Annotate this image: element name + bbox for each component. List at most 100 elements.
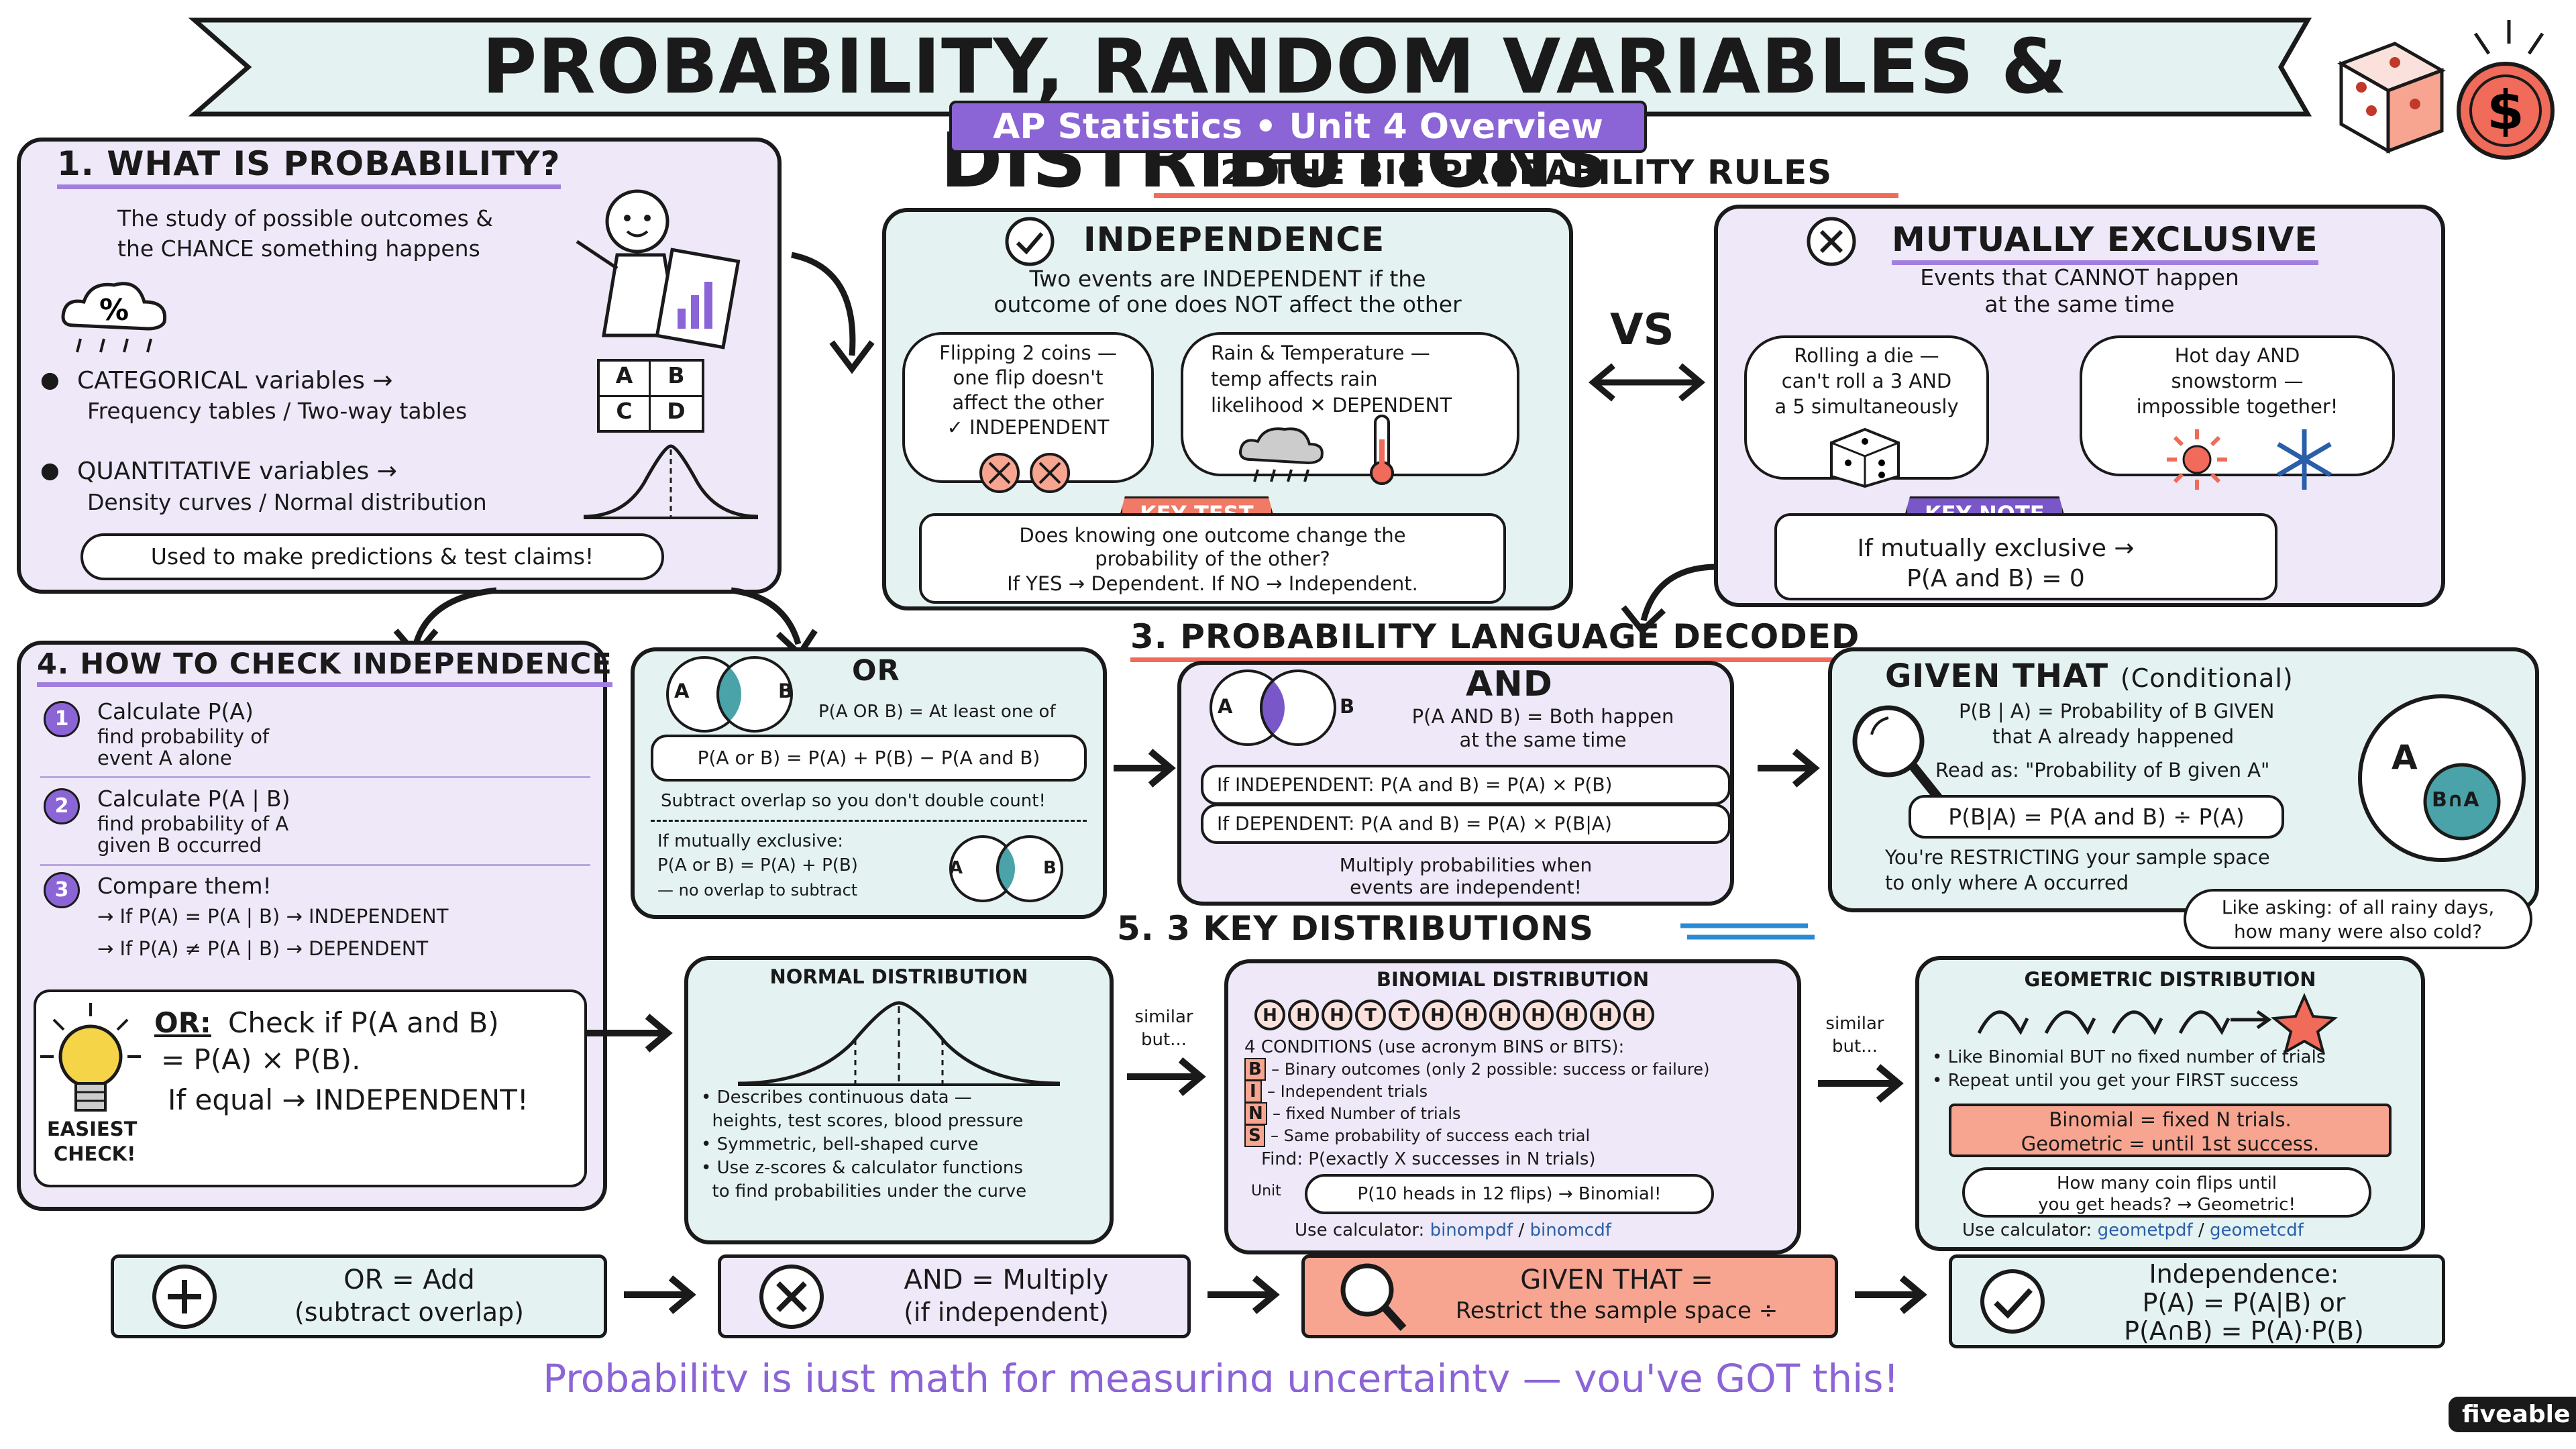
coin-heads: H: [1456, 1000, 1487, 1030]
dice-icon: [2337, 42, 2446, 154]
coin-tails: T: [1355, 1000, 1386, 1030]
step-1-title: Calculate P(A): [97, 698, 254, 724]
summary-given-line1: GIVEN THAT =: [1520, 1265, 1713, 1295]
rain-ex-line3: likelihood ✕ DEPENDENT: [1211, 394, 1452, 417]
key-test-line1: Does knowing one outcome change the: [1019, 524, 1406, 547]
given-def1: P(B | A) = Probability of B GIVEN: [1959, 700, 2275, 722]
coins-ex-line4: ✓ INDEPENDENT: [947, 416, 1110, 439]
footer-tagline: Probability is just math for measuring u…: [543, 1356, 1899, 1392]
key-test-line3: If YES → Dependent. If NO → Independent.: [1007, 572, 1418, 595]
hot-ex-line1: Hot day AND: [2174, 344, 2300, 367]
key-note-line2: P(A and B) = 0: [1907, 565, 2085, 592]
thermometer-icon: [1370, 415, 1394, 485]
geometric-bullet-2: • Repeat until you get your FIRST succes…: [1932, 1071, 2299, 1091]
summary-indep-line2: P(A) = P(A|B) or: [2142, 1288, 2346, 1318]
rain-ex-line1: Rain & Temperature —: [1211, 341, 1430, 364]
or-title: OR: [852, 654, 900, 688]
venn-overlap-label-a: A: [949, 858, 963, 878]
key-note-box: [1774, 513, 2277, 600]
page-subtitle: AP Statistics • Unit 4 Overview: [949, 101, 1647, 153]
s1-quant-line1: QUANTITATIVE variables →: [77, 458, 397, 485]
coin-heads: H: [1254, 1000, 1285, 1030]
summary-indep-line1: Independence:: [2149, 1259, 2339, 1289]
normal-bullet-1: • Describes continuous data —: [701, 1087, 972, 1108]
given-formula-box: P(B|A) = P(A and B) ÷ P(A): [1909, 795, 2284, 839]
summary-and-line1: AND = Multiply: [904, 1265, 1109, 1295]
section-1-title: 1. WHAT IS PROBABILITY?: [57, 144, 561, 189]
or-subtract-note: Subtract overlap so you don't double cou…: [661, 791, 1046, 811]
venn-and-label-b: B: [1340, 695, 1355, 718]
geometric-title: GEOMETRIC DISTRIBUTION: [2024, 968, 2316, 991]
summary-and-line2: (if independent): [904, 1297, 1109, 1327]
or-check-line1: Check if P(A and B): [228, 1006, 499, 1039]
binomial-conditions: 4 CONDITIONS (use acronym BINS or BITS):: [1244, 1037, 1625, 1057]
weather-percent-icon: %: [61, 282, 167, 353]
s1-quant-bullet: ●: [40, 457, 60, 483]
s1-cat-bullet: ●: [40, 366, 60, 392]
normal-curve-small-icon: [583, 444, 759, 519]
normal-curve-icon: [737, 1001, 1061, 1086]
or-divider: [651, 820, 1087, 822]
easiest-label2: CHECK!: [54, 1142, 136, 1165]
coin-tails: T: [1389, 1000, 1419, 1030]
rain-ex-line2: temp affects rain: [1211, 368, 1378, 390]
hot-ex-line2: snowstorm —: [2171, 370, 2304, 392]
binomial-example-prefix: Unit: [1251, 1183, 1281, 1199]
arrow-s1-to-s2: [791, 252, 875, 374]
or-def: P(A OR B) = At least one of: [818, 702, 1056, 722]
or-me-line3: — no overlap to subtract: [657, 881, 858, 900]
conditional-label-a: A: [2392, 738, 2418, 777]
or-check-line2: = P(A) × P(B).: [161, 1043, 361, 1076]
binomial-example-bubble: P(10 heads in 12 flips) → Binomial!: [1305, 1174, 1714, 1214]
or-me-line1: If mutually exclusive:: [657, 831, 843, 851]
arrow-summary-2: [1208, 1275, 1280, 1314]
or-check-line3: If equal → INDEPENDENT!: [168, 1083, 529, 1116]
double-arrow: [1588, 363, 1706, 402]
key-note-line1: If mutually exclusive →: [1857, 535, 2135, 562]
and-title: AND: [1466, 664, 1553, 704]
die-ex-line2: can't roll a 3 AND: [1781, 370, 1952, 392]
step-1-badge: 1: [44, 701, 80, 737]
normal-title: NORMAL DISTRIBUTION: [769, 965, 1028, 988]
given-def3: Read as: "Probability of B given A": [1935, 759, 2270, 782]
step-2-desc1: find probability of A: [97, 812, 289, 835]
key-test-box: [919, 513, 1506, 604]
independence-title: INDEPENDENCE: [1083, 220, 1385, 259]
s1-def-line2: the CHANCE something happens: [117, 235, 480, 262]
check-circle-icon: [1005, 217, 1055, 266]
step-1-desc1: find probability of: [97, 725, 270, 748]
normal-bullet-1b: heights, test scores, blood pressure: [701, 1111, 1024, 1131]
binomial-title: BINOMIAL DISTRIBUTION: [1376, 968, 1650, 991]
times-circle-icon: [759, 1265, 824, 1329]
arrow-s2-to-s3: [1621, 564, 1718, 635]
two-way-table: A B C D: [597, 359, 704, 433]
given-restrict2: to only where A occurred: [1885, 871, 2129, 894]
two-coins-icon: [979, 453, 1070, 493]
key-test-line2: probability of the other?: [1095, 547, 1330, 570]
arrow-and-to-given: [1758, 749, 1820, 788]
given-restrict1: You're RESTRICTING your sample space: [1885, 846, 2270, 869]
s1-quant-line2: Density curves / Normal distribution: [87, 489, 487, 515]
binomial-calc: Use calculator: binompdf / binomcdf: [1295, 1220, 1611, 1240]
s1-cat-line2: Frequency tables / Two-way tables: [87, 398, 468, 424]
venn-and-label-a: A: [1218, 695, 1233, 718]
arrow-summary-3: [1855, 1275, 1927, 1314]
venn-or-icon: [666, 656, 793, 733]
arrow-s4-to-normal: [587, 1014, 673, 1053]
check-circle-icon-2: [1980, 1269, 2045, 1334]
binomial-find: Find: P(exactly X successes in N trials): [1261, 1149, 1596, 1169]
step-2-desc2: given B occurred: [97, 834, 262, 857]
section-5-title: 5. 3 KEY DISTRIBUTIONS: [1117, 909, 1595, 948]
geometric-bullet-1: • Like Binomial BUT no fixed number of t…: [1932, 1047, 2326, 1067]
sun-icon: [2167, 429, 2227, 490]
fiveable-logo: fiveable: [2449, 1397, 2576, 1432]
normal-bullet-2: • Symmetric, bell-shaped curve: [701, 1134, 979, 1155]
magnifier-icon: [1852, 705, 1943, 802]
normal-bullet-3b: to find probabilities under the curve: [701, 1181, 1027, 1201]
vs-label: VS: [1610, 305, 1674, 355]
step-2-badge: 2: [44, 788, 80, 824]
or-formula-box: P(A or B) = P(A) + P(B) − P(A and B): [651, 735, 1087, 782]
venn-or-label-a: A: [674, 680, 690, 702]
